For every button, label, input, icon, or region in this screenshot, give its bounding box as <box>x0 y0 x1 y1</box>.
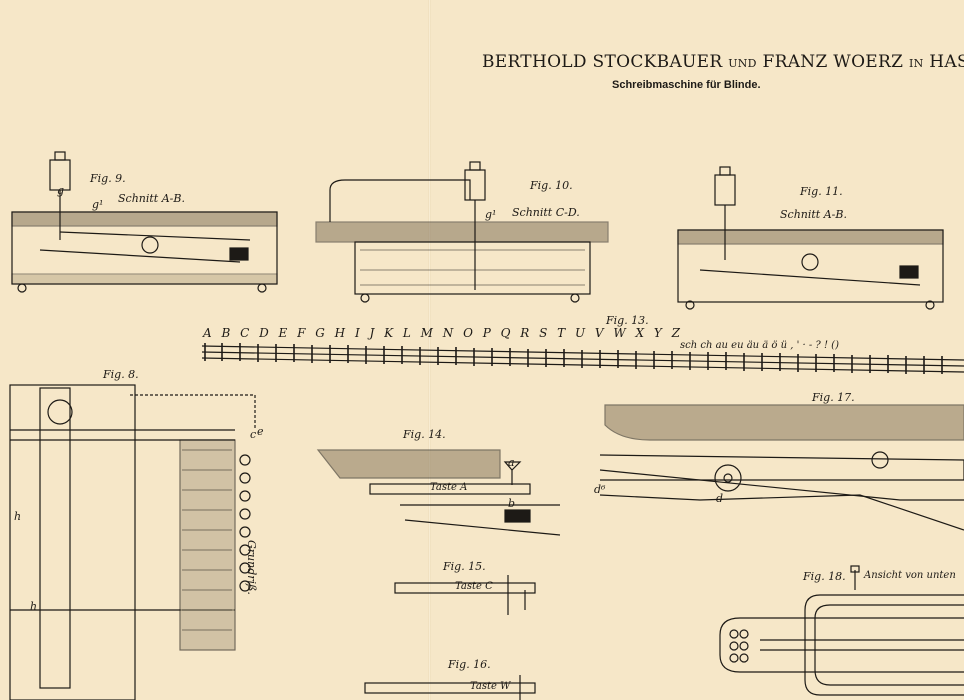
ref-g1: g¹ <box>92 198 104 211</box>
ref-d: d <box>716 492 724 505</box>
patent-subtitle: Schreibmaschine für Blinde. <box>612 79 761 91</box>
fig11-label: Fig. 11. <box>800 185 843 198</box>
fig14-key: Taste A <box>430 482 468 493</box>
fig11-drawing <box>677 166 944 310</box>
fig15-key: Taste C <box>455 581 493 592</box>
fig10-label: Fig. 10. <box>530 179 573 192</box>
conjunction: UND <box>728 57 757 70</box>
fig9-label: Fig. 9. <box>90 172 126 185</box>
ref-g1-fig10: g¹ <box>485 208 497 221</box>
fig14-label: Fig. 14. <box>403 428 446 441</box>
fig9-section: Schnitt A-B. <box>118 192 185 205</box>
ref-c: c <box>250 428 257 441</box>
ref-d6: d⁶ <box>594 483 606 496</box>
fig15-label: Fig. 15. <box>443 560 486 573</box>
fig18-label: Fig. 18. <box>803 570 846 583</box>
fig13-braille-strip <box>201 343 964 374</box>
fig16-key: Taste W <box>470 681 511 692</box>
fig11-section: Schnitt A-B. <box>780 208 847 221</box>
inventor-2: FRANZ WOERZ <box>762 52 904 72</box>
fig17-drawing <box>599 404 964 531</box>
fig13-extra-signs: sch ch au eu äu ä ö ü , ' · - ? ! () <box>680 340 839 351</box>
fig8-drawing <box>9 384 256 700</box>
fig10-section: Schnitt C-D. <box>512 206 580 219</box>
inventor-1: BERTHOLD STOCKBAUER <box>482 52 723 72</box>
fig16-label: Fig. 16. <box>448 658 491 671</box>
fig8-caption: Grundriß. <box>245 540 258 595</box>
ref-h: h <box>14 510 22 523</box>
fig10-drawing <box>315 161 609 303</box>
fig16-drawing <box>364 675 536 700</box>
ref-g: g <box>57 184 65 197</box>
preposition: IN <box>908 57 924 70</box>
fig15-drawing <box>394 575 536 615</box>
place: HASPE. <box>929 52 964 72</box>
ref-h-lower: h <box>30 600 38 613</box>
patent-title: BERTHOLD STOCKBAUER UND FRANZ WOERZ IN H… <box>482 52 964 72</box>
fig14-drawing <box>316 449 561 536</box>
ref-e: e <box>257 425 264 438</box>
ref-b: b <box>508 497 516 510</box>
fig18-drawing <box>719 565 964 696</box>
fig18-caption: Ansicht von unten <box>864 570 956 581</box>
fig9-drawing <box>11 151 278 293</box>
fig8-label: Fig. 8. <box>103 368 139 381</box>
fig17-label: Fig. 17. <box>812 391 855 404</box>
fig13-label: Fig. 13. <box>606 314 649 327</box>
ref-a: a <box>508 456 515 469</box>
fig13-alphabet: A B C D E F G H I J K L M N O P Q R S T … <box>203 326 683 340</box>
